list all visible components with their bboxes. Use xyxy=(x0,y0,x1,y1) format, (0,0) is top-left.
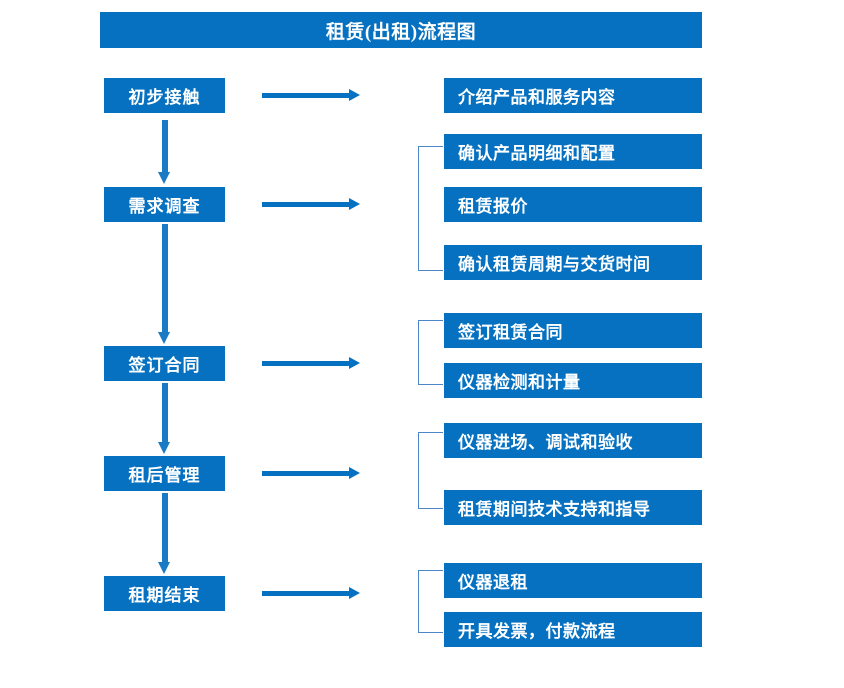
down-arrow-icon-2 xyxy=(158,224,171,344)
detail-box-6: 仪器检测和计量 xyxy=(444,363,702,398)
right-arrow-icon-4 xyxy=(262,467,360,479)
right-arrow-icon-1 xyxy=(262,89,360,101)
bracket-connector-3 xyxy=(418,432,443,509)
right-arrow-icon-5 xyxy=(262,587,360,599)
detail-box-7: 仪器进场、调试和验收 xyxy=(444,423,702,458)
stage-box-5: 租期结束 xyxy=(104,576,225,611)
bracket-connector-4 xyxy=(418,570,443,633)
down-arrow-icon-3 xyxy=(158,383,171,454)
detail-box-4: 确认租赁周期与交货时间 xyxy=(444,245,702,280)
stage-box-2: 需求调查 xyxy=(104,187,225,222)
bracket-connector-1 xyxy=(418,146,443,271)
stage-box-3: 签订合同 xyxy=(104,346,225,381)
detail-box-3: 租赁报价 xyxy=(444,187,702,222)
right-arrow-icon-3 xyxy=(262,357,360,369)
bracket-connector-2 xyxy=(418,320,443,385)
detail-box-8: 租赁期间技术支持和指导 xyxy=(444,490,702,525)
detail-box-5: 签订租赁合同 xyxy=(444,313,702,348)
stage-box-4: 租后管理 xyxy=(104,456,225,491)
detail-box-10: 开具发票，付款流程 xyxy=(444,612,702,647)
stage-box-1: 初步接触 xyxy=(104,78,225,113)
page-title: 租赁(出租)流程图 xyxy=(100,12,702,48)
down-arrow-icon-1 xyxy=(158,120,171,184)
right-arrow-icon-2 xyxy=(262,198,360,210)
down-arrow-icon-4 xyxy=(158,493,171,574)
detail-box-9: 仪器退租 xyxy=(444,563,702,598)
detail-box-1: 介绍产品和服务内容 xyxy=(444,78,702,113)
detail-box-2: 确认产品明细和配置 xyxy=(444,134,702,169)
